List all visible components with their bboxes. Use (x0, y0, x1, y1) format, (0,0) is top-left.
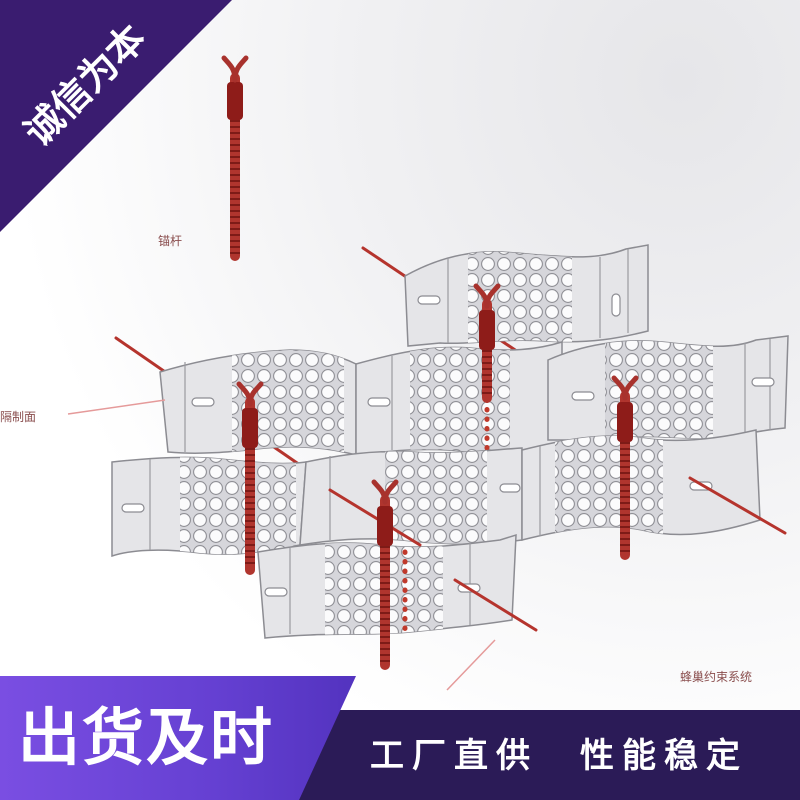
slot (121, 503, 145, 513)
anchor-rod-right-cell (611, 375, 639, 560)
banner-slogan-1: 工厂直供 (370, 736, 538, 776)
anchor-rod-bottom-cell (371, 479, 399, 670)
perforation-area (555, 432, 663, 540)
leader-line-left (67, 399, 166, 415)
leader-line-bottom (446, 639, 496, 691)
system-label: 蜂巢约束系统 (680, 670, 753, 684)
perforation-area (180, 457, 296, 555)
slot (367, 397, 391, 407)
tendon-line-center (328, 488, 422, 547)
geocell-panel-lower-right (521, 429, 761, 541)
tendon-line-right (688, 476, 787, 535)
geocell-panel-lower-left (111, 456, 307, 558)
anchor-rod-left-cell (236, 381, 264, 575)
slot (191, 397, 215, 407)
slot (499, 483, 521, 493)
slot (417, 295, 441, 305)
left-component-label: 隔制面 (0, 410, 37, 424)
perforation-area (410, 345, 510, 455)
slot (751, 377, 775, 387)
geocell-panel-middle-center (355, 340, 563, 457)
anchor-rod-label: 锚杆 (158, 234, 183, 248)
banner-slogan-2: 性能稳定 (580, 736, 748, 776)
anchor-rod-standalone (221, 55, 249, 261)
geocell-panel-middle-right (547, 335, 789, 441)
perforation-area (385, 448, 487, 545)
bottom-banner-accent (0, 676, 356, 800)
slot (264, 587, 288, 597)
geocell-panel-lower-center (299, 447, 523, 546)
geocell-panel-top (404, 244, 649, 347)
slot (571, 391, 595, 401)
anchor-rod-top-cell (473, 283, 501, 403)
banner-headline: 出货及时 (18, 701, 275, 774)
tendon-line-bottom (453, 578, 538, 632)
slot (611, 293, 621, 317)
